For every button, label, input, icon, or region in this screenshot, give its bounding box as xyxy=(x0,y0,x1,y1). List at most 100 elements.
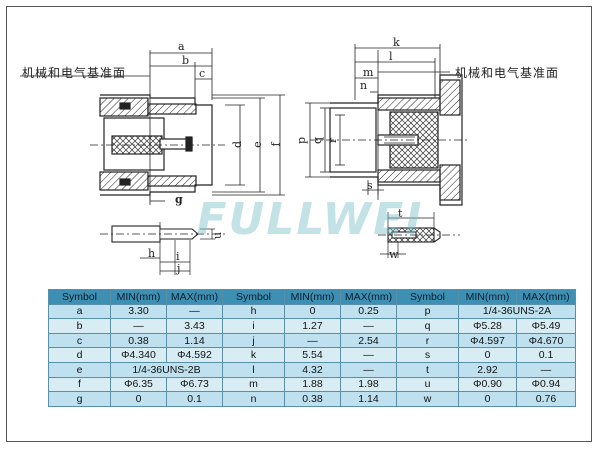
spec-cell: 4.32 xyxy=(284,361,341,378)
watermark-logo: FULLWEI xyxy=(196,194,424,245)
dim-r: r xyxy=(326,137,340,144)
dim-u: u xyxy=(211,231,225,240)
left-dimensions xyxy=(20,48,285,205)
dim-m: m xyxy=(363,66,374,79)
spec-cell: 0.1 xyxy=(516,347,576,363)
spec-cell: i xyxy=(222,318,285,334)
spec-cell: s xyxy=(396,347,459,363)
dim-j: j xyxy=(177,262,181,275)
spec-cell: q xyxy=(396,318,459,334)
spec-cell: Φ6.35 xyxy=(110,376,167,393)
spec-cell: Φ5.49 xyxy=(516,318,576,334)
spec-cell: c xyxy=(48,332,111,349)
spec-header-cell: MAX(mm) xyxy=(340,289,397,305)
spec-header-cell: Symbol xyxy=(48,289,111,305)
dim-s: s xyxy=(367,179,373,192)
spec-header-cell: MIN(mm) xyxy=(284,289,341,305)
dim-c: c xyxy=(199,67,206,80)
spec-cell: 0.1 xyxy=(166,391,223,407)
dim-l: l xyxy=(389,50,393,63)
spec-cell: e xyxy=(48,361,111,378)
dim-a: a xyxy=(178,40,185,53)
spec-cell: — xyxy=(284,332,341,349)
spec-cell: 0.25 xyxy=(340,303,397,320)
spec-cell: 0 xyxy=(458,391,517,407)
spec-cell: — xyxy=(340,318,397,334)
right-connector xyxy=(310,50,470,206)
ref-plane-label-left: 机械和电气基准面 xyxy=(22,66,127,80)
spec-cell: k xyxy=(222,347,285,363)
spec-header-cell: MAX(mm) xyxy=(166,289,223,305)
dim-f: f xyxy=(269,142,283,147)
spec-cell: j xyxy=(222,332,285,349)
spec-cell: u xyxy=(396,376,459,393)
spec-header-cell: MAX(mm) xyxy=(516,289,576,305)
spec-cell: 3.30 xyxy=(110,303,167,320)
dim-d: d xyxy=(231,140,245,149)
spec-cell: — xyxy=(166,303,223,320)
spec-cell: — xyxy=(516,361,576,378)
dim-p: p xyxy=(295,136,309,145)
spec-cell: 1.27 xyxy=(284,318,341,334)
spec-cell: Φ0.90 xyxy=(458,376,517,393)
spec-cell: d xyxy=(48,347,111,363)
spec-header-cell: MIN(mm) xyxy=(458,289,517,305)
ref-plane-label-right: 机械和电气基准面 xyxy=(455,66,560,80)
dim-q: q xyxy=(311,136,325,145)
spec-cell: 0.38 xyxy=(110,332,167,349)
spec-header-cell: MIN(mm) xyxy=(110,289,167,305)
dim-i: i xyxy=(176,250,180,263)
spec-cell: 0 xyxy=(458,347,517,363)
spec-cell: n xyxy=(222,391,285,407)
spec-cell: b xyxy=(48,318,111,334)
spec-cell: Φ4.340 xyxy=(110,347,167,363)
spec-cell: Φ4.592 xyxy=(166,347,223,363)
spec-cell: m xyxy=(222,376,285,393)
spec-cell: t xyxy=(396,361,459,378)
spec-header-cell: Symbol xyxy=(396,289,459,305)
spec-cell: 1.14 xyxy=(166,332,223,349)
spec-cell: 0 xyxy=(284,303,341,320)
spec-cell: w xyxy=(396,391,459,407)
spec-cell: 3.43 xyxy=(166,318,223,334)
spec-cell: Φ4.670 xyxy=(516,332,576,349)
spec-cell: 2.54 xyxy=(340,332,397,349)
spec-cell: h xyxy=(222,303,285,320)
spec-cell: f xyxy=(48,376,111,393)
spec-cell: l xyxy=(222,361,285,378)
dim-t: t xyxy=(398,207,403,220)
dim-k: k xyxy=(393,36,400,49)
pin-detail xyxy=(100,222,225,275)
spec-cell: 2.92 xyxy=(458,361,517,378)
dim-e: e xyxy=(250,141,264,148)
spec-cell: r xyxy=(396,332,459,349)
spec-cell: a xyxy=(48,303,111,320)
spec-cell: Φ5.28 xyxy=(458,318,517,334)
spec-cell: 0 xyxy=(110,391,167,407)
spec-cell: — xyxy=(110,318,167,334)
spec-cell: 0.76 xyxy=(516,391,576,407)
dim-w: w xyxy=(389,248,399,261)
spec-cell: Φ6.73 xyxy=(166,376,223,393)
spec-cell: 1.88 xyxy=(284,376,341,393)
drawing-frame xyxy=(6,6,592,442)
socket-detail xyxy=(378,212,460,258)
spec-cell: Φ0.94 xyxy=(516,376,576,393)
spec-cell: 1/4-36UNS-2A xyxy=(458,303,576,320)
spec-cell: Φ4.597 xyxy=(458,332,517,349)
spec-cell: — xyxy=(340,347,397,363)
spec-cell: 1.14 xyxy=(340,391,397,407)
left-connector xyxy=(90,50,225,200)
spec-cell: 0.38 xyxy=(284,391,341,407)
spec-cell: p xyxy=(396,303,459,320)
